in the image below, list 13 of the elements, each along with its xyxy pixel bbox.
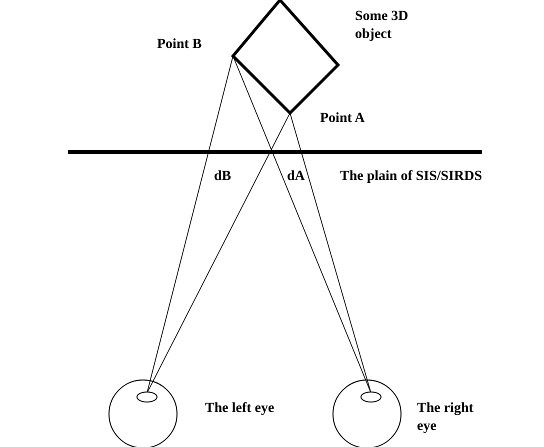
sight-line (146, 56, 234, 394)
point-label: Point A (320, 110, 365, 128)
sight-line (290, 112, 372, 394)
eye-caption: The left eye (205, 400, 276, 418)
plane-label: The plain of SIS/SIRDS (340, 168, 482, 186)
eye-drawing (332, 377, 404, 447)
point-label: Point B (157, 36, 202, 54)
distance-label: dB (214, 168, 232, 186)
eye-caption: The right eye (417, 400, 474, 436)
sight-line (146, 112, 290, 394)
eye-drawing (108, 377, 180, 447)
object-caption: Some 3D object (355, 8, 410, 44)
distance-label: dA (287, 168, 305, 186)
